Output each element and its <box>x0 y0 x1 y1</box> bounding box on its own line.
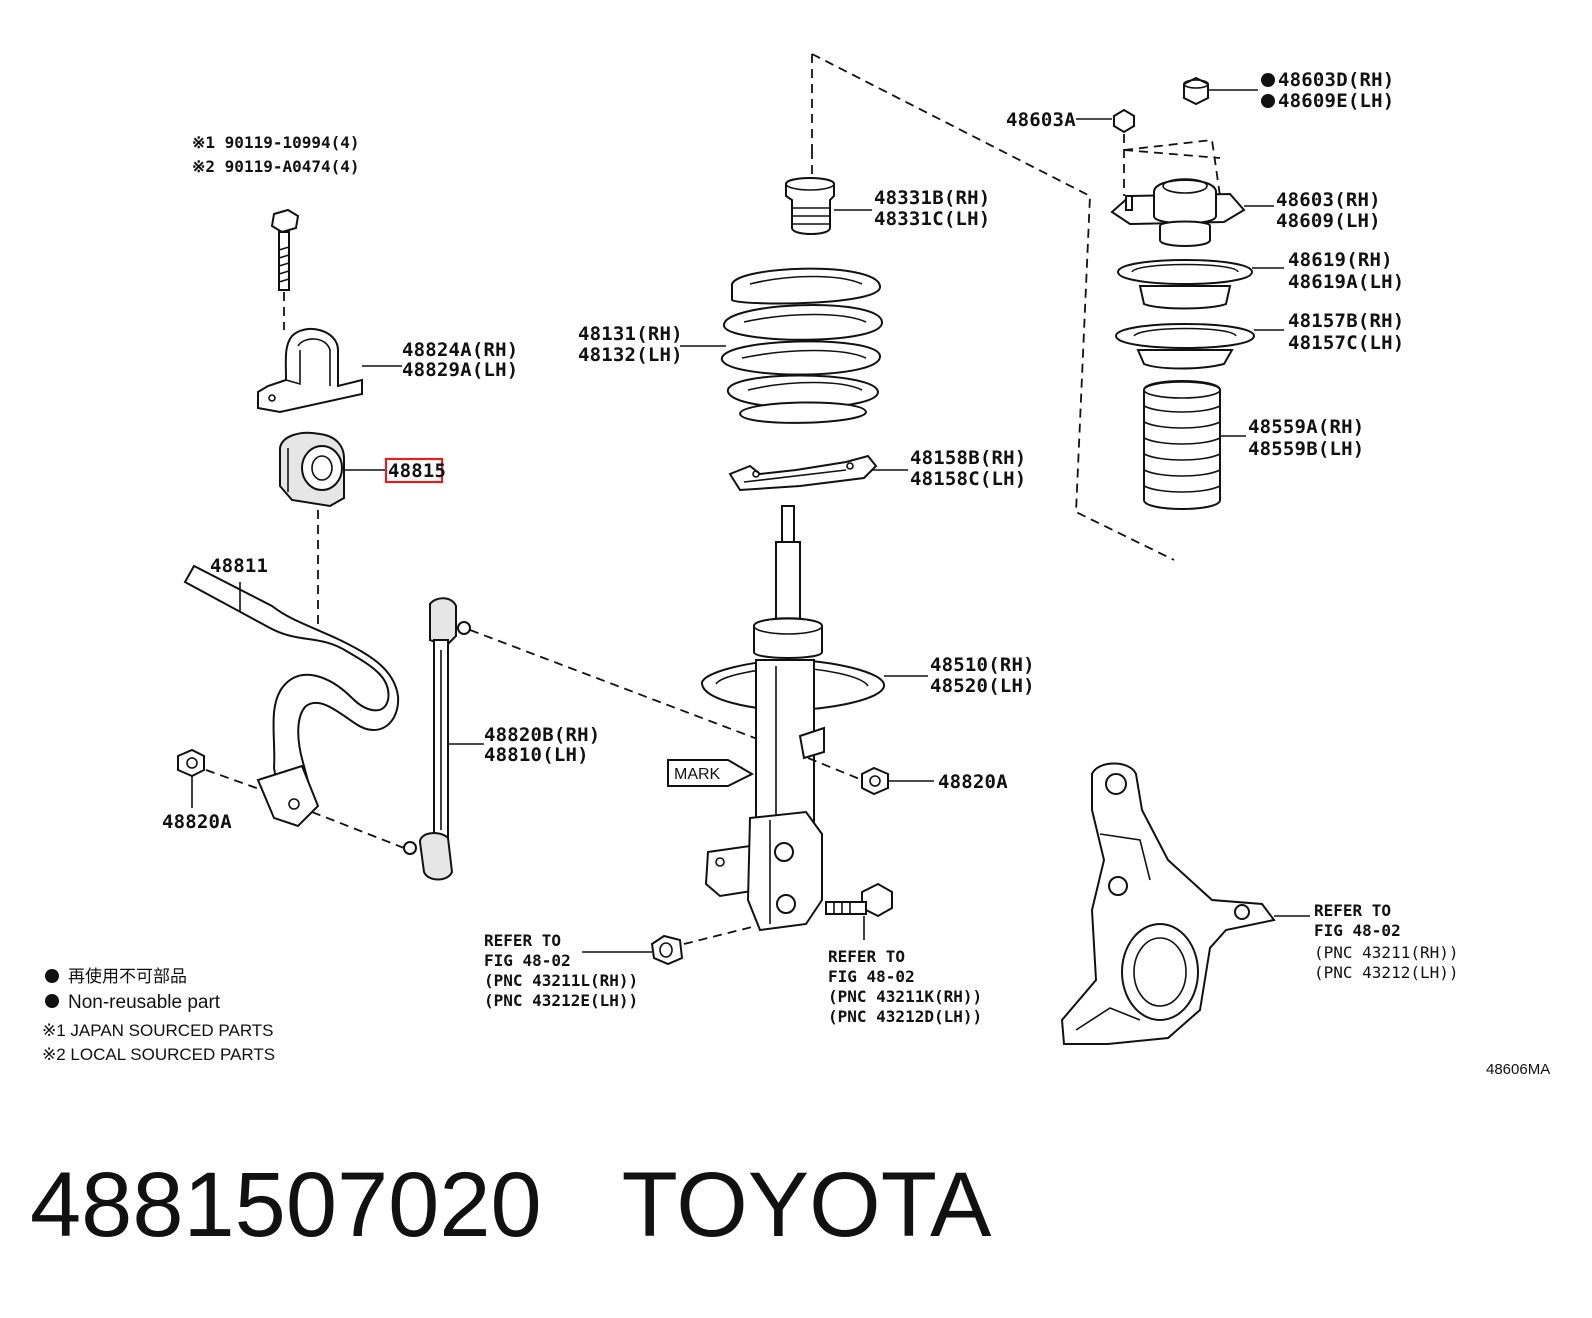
refer-bolt-line-3: (PNC 43211K(RH)) <box>828 987 982 1006</box>
refer-bolt-line-4: (PNC 43212D(LH)) <box>828 1007 982 1026</box>
coil-spring <box>721 267 884 424</box>
top-nut <box>1183 76 1209 106</box>
mount-nut-label: 48603A <box>1006 109 1076 131</box>
part-footer: 4881507020 TOYOTA <box>30 1140 1570 1270</box>
strut-label-rh: 48510(RH) <box>930 654 1035 676</box>
refer-bolt-line-1: REFER TO <box>828 947 905 966</box>
nut-left-label: 48820A <box>162 811 232 833</box>
top-nut-label-lh: 48609E(LH) <box>1278 90 1394 112</box>
strut-nut <box>650 934 684 966</box>
bump-stop-label-rh: 48331B(RH) <box>874 187 990 209</box>
nut-left-guide <box>205 769 263 791</box>
refer-knuckle-line-1: REFER TO <box>1314 901 1391 920</box>
strut-bolt <box>825 882 893 918</box>
spring-label-lh: 48132(LH) <box>578 344 683 366</box>
upper-bearing <box>1116 259 1254 310</box>
link-label-lh: 48810(LH) <box>484 744 589 766</box>
stabilizer-bar-label: 48811 <box>210 555 268 577</box>
spring-label-rh: 48131(RH) <box>578 323 683 345</box>
legend-dot <box>45 969 59 983</box>
boot-label-lh: 48559B(LH) <box>1248 438 1364 460</box>
shock-absorber <box>701 505 885 932</box>
bushing-label[interactable]: 48815 <box>388 460 446 482</box>
legend-japan-sourced: ※1 JAPAN SOURCED PARTS <box>42 1021 274 1040</box>
legend-dot <box>45 994 59 1008</box>
figure-code: 48606MA <box>1486 1061 1550 1078</box>
mark-callout <box>667 759 755 787</box>
boot-label-rh: 48559A(RH) <box>1248 416 1364 438</box>
mark-label: MARK <box>674 766 721 783</box>
insulator-label-rh: 48158B(RH) <box>910 447 1026 469</box>
mount-guide-outline <box>811 53 1175 561</box>
bracket-bolt <box>270 208 300 291</box>
seat-label-rh: 48157B(RH) <box>1288 310 1404 332</box>
strut-nut-guide <box>807 757 863 781</box>
mount-stud-guide <box>1123 139 1221 197</box>
strut-label-lh: 48520(LH) <box>930 675 1035 697</box>
legend: 再使用不可部品 Non-reusable part ※1 JAPAN SOURC… <box>42 966 275 1064</box>
mount-label-lh: 48609(LH) <box>1276 210 1381 232</box>
legend-non-reusable-en: Non-reusable part <box>68 992 221 1013</box>
refer-knuckle-line-4: (PNC 43212(LH)) <box>1314 963 1459 982</box>
mount-label-rh: 48603(RH) <box>1276 189 1381 211</box>
link-lower-guide <box>311 811 405 849</box>
spring-seat <box>1114 323 1256 370</box>
bolt-note-1: ※1 90119-10994(4) <box>192 133 360 152</box>
nut-right-label: 48820A <box>938 771 1008 793</box>
non-reusable-dot <box>1261 94 1275 108</box>
refer-knuckle-line-2: FIG 48-02 <box>1314 921 1401 940</box>
stabilizer-bar <box>183 564 400 828</box>
refer-nut-line-3: (PNC 43211L(RH)) <box>484 971 638 990</box>
bump-stop-label-lh: 48331C(LH) <box>874 208 990 230</box>
dust-boot <box>1143 380 1221 510</box>
insulator-label-lh: 48158C(LH) <box>910 468 1026 490</box>
top-nut-label-rh: 48603D(RH) <box>1278 69 1394 91</box>
non-reusable-dot <box>1261 73 1275 87</box>
stabilizer-link <box>403 597 471 881</box>
bearing-label-lh: 48619A(LH) <box>1288 271 1404 293</box>
part-number: 4881507020 <box>30 1154 542 1256</box>
stabilizer-bushing <box>279 431 345 508</box>
refer-nut-line-1: REFER TO <box>484 931 561 950</box>
refer-nut-line-4: (PNC 43212E(LH)) <box>484 991 638 1010</box>
steering-knuckle <box>1060 762 1276 1045</box>
refer-knuckle-line-3: (PNC 43211(RH)) <box>1314 943 1459 962</box>
stabilizer-bracket <box>257 327 363 414</box>
nut-left <box>177 748 205 778</box>
refer-bolt-line-2: FIG 48-02 <box>828 967 915 986</box>
strut-mount <box>1110 178 1246 247</box>
legend-local-sourced: ※2 LOCAL SOURCED PARTS <box>42 1045 275 1064</box>
exploded-parts-diagram: ※1 90119-10994(4) ※2 90119-A0474(4) 4882… <box>42 53 1550 1078</box>
mount-nut <box>1113 108 1135 134</box>
bolt-note-2: ※2 90119-A0474(4) <box>192 157 360 176</box>
bracket-label-rh: 48824A(RH) <box>402 339 518 361</box>
nut-right <box>861 766 889 796</box>
bracket-label-lh: 48829A(LH) <box>402 359 518 381</box>
strut-nut-guide-line <box>683 925 757 945</box>
brand-name: TOYOTA <box>621 1154 992 1256</box>
highlight-box <box>384 457 444 484</box>
legend-non-reusable-jp: 再使用不可部品 <box>68 966 187 987</box>
mount-stud-guide-2 <box>1123 149 1221 159</box>
bearing-label-rh: 48619(RH) <box>1288 249 1393 271</box>
seat-label-lh: 48157C(LH) <box>1288 332 1404 354</box>
link-label-rh: 48820B(RH) <box>484 724 600 746</box>
spring-insulator <box>728 454 878 492</box>
bump-stop <box>785 177 835 235</box>
refer-nut-line-2: FIG 48-02 <box>484 951 571 970</box>
link-upper-guide <box>469 629 761 741</box>
